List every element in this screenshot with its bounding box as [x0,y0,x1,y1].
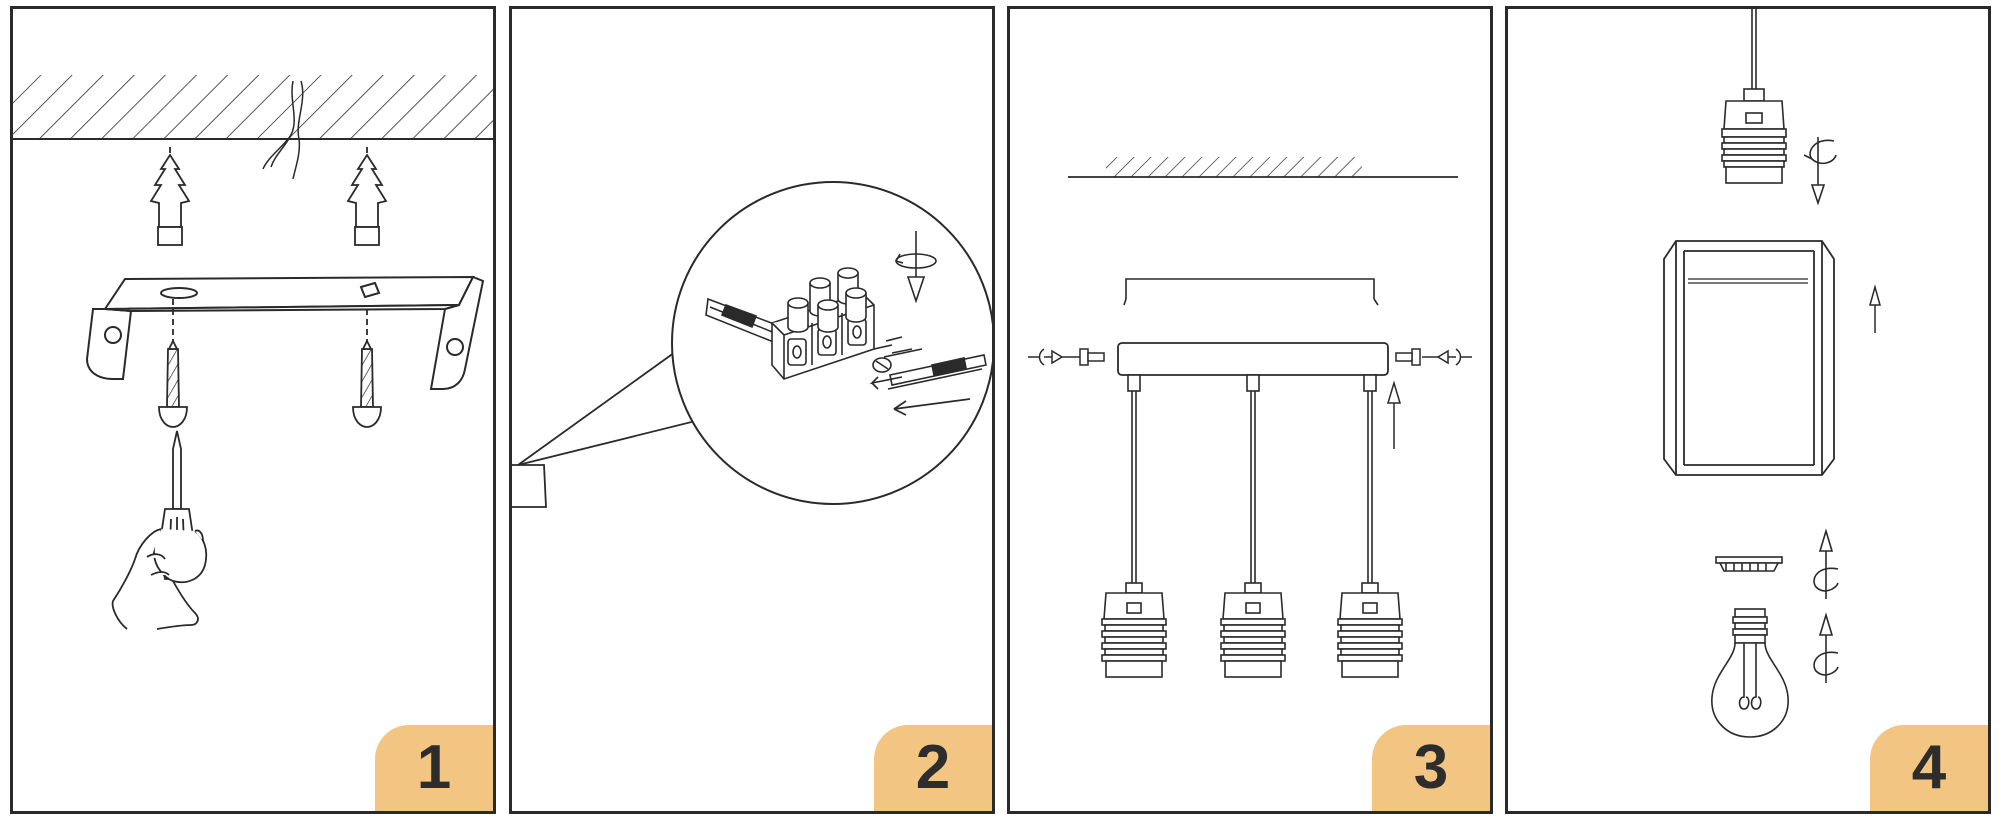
mounting-bracket [85,275,485,390]
ceiling-wires [262,80,304,180]
step-badge-1: 1 [375,725,493,811]
step-number-4: 4 [1911,733,1947,802]
light-bulb-icon [1711,608,1789,738]
ceiling-hatch [1068,157,1458,178]
side-screw-right [1395,348,1472,366]
pendant-socket-1 [1101,374,1167,678]
step-number-1: 1 [416,733,452,802]
pendant-socket-2 [1220,374,1286,678]
twist-down-arrow-icon [1803,137,1837,206]
locking-ring [1715,556,1783,572]
side-screw-left [1028,348,1105,366]
terminal-block-detail [705,267,987,416]
canopy-bar [1117,342,1389,376]
glass-shade [1663,240,1835,476]
step-panel-2: 2 [509,6,995,814]
screw-right [352,309,382,428]
twist-up-arrow-icon [1813,528,1839,599]
pendant-socket-3 [1337,374,1403,678]
bracket-outline [1123,278,1379,306]
screw-left [158,299,188,428]
wall-anchor-right [346,147,388,246]
step-number-2: 2 [915,733,951,802]
pendant-sockets [1101,374,1403,678]
hand-icon [111,528,208,630]
up-arrow-icon [1386,380,1402,449]
step-badge-3: 3 [1372,725,1490,811]
step-1-illustration [13,75,493,630]
step-badge-4: 4 [1870,725,1988,811]
ceiling-hatch [13,75,493,140]
shade-up-arrow-icon [1869,284,1881,333]
rotate-down-arrow-icon [895,231,937,304]
step-panel-3: 3 [1007,6,1493,814]
bulb-twist-up-arrow-icon [1813,612,1839,683]
canopy-box [512,464,547,508]
step-number-3: 3 [1413,733,1449,802]
step-badge-2: 2 [874,725,992,811]
step-panel-1: 1 [10,6,496,814]
step-panel-4: 4 [1505,6,1991,814]
step-2-illustration [512,181,992,508]
step-4-illustration [1663,9,1881,738]
lamp-socket [1721,9,1787,184]
wall-anchor-left [149,147,191,246]
step-3-illustration [1028,157,1472,678]
